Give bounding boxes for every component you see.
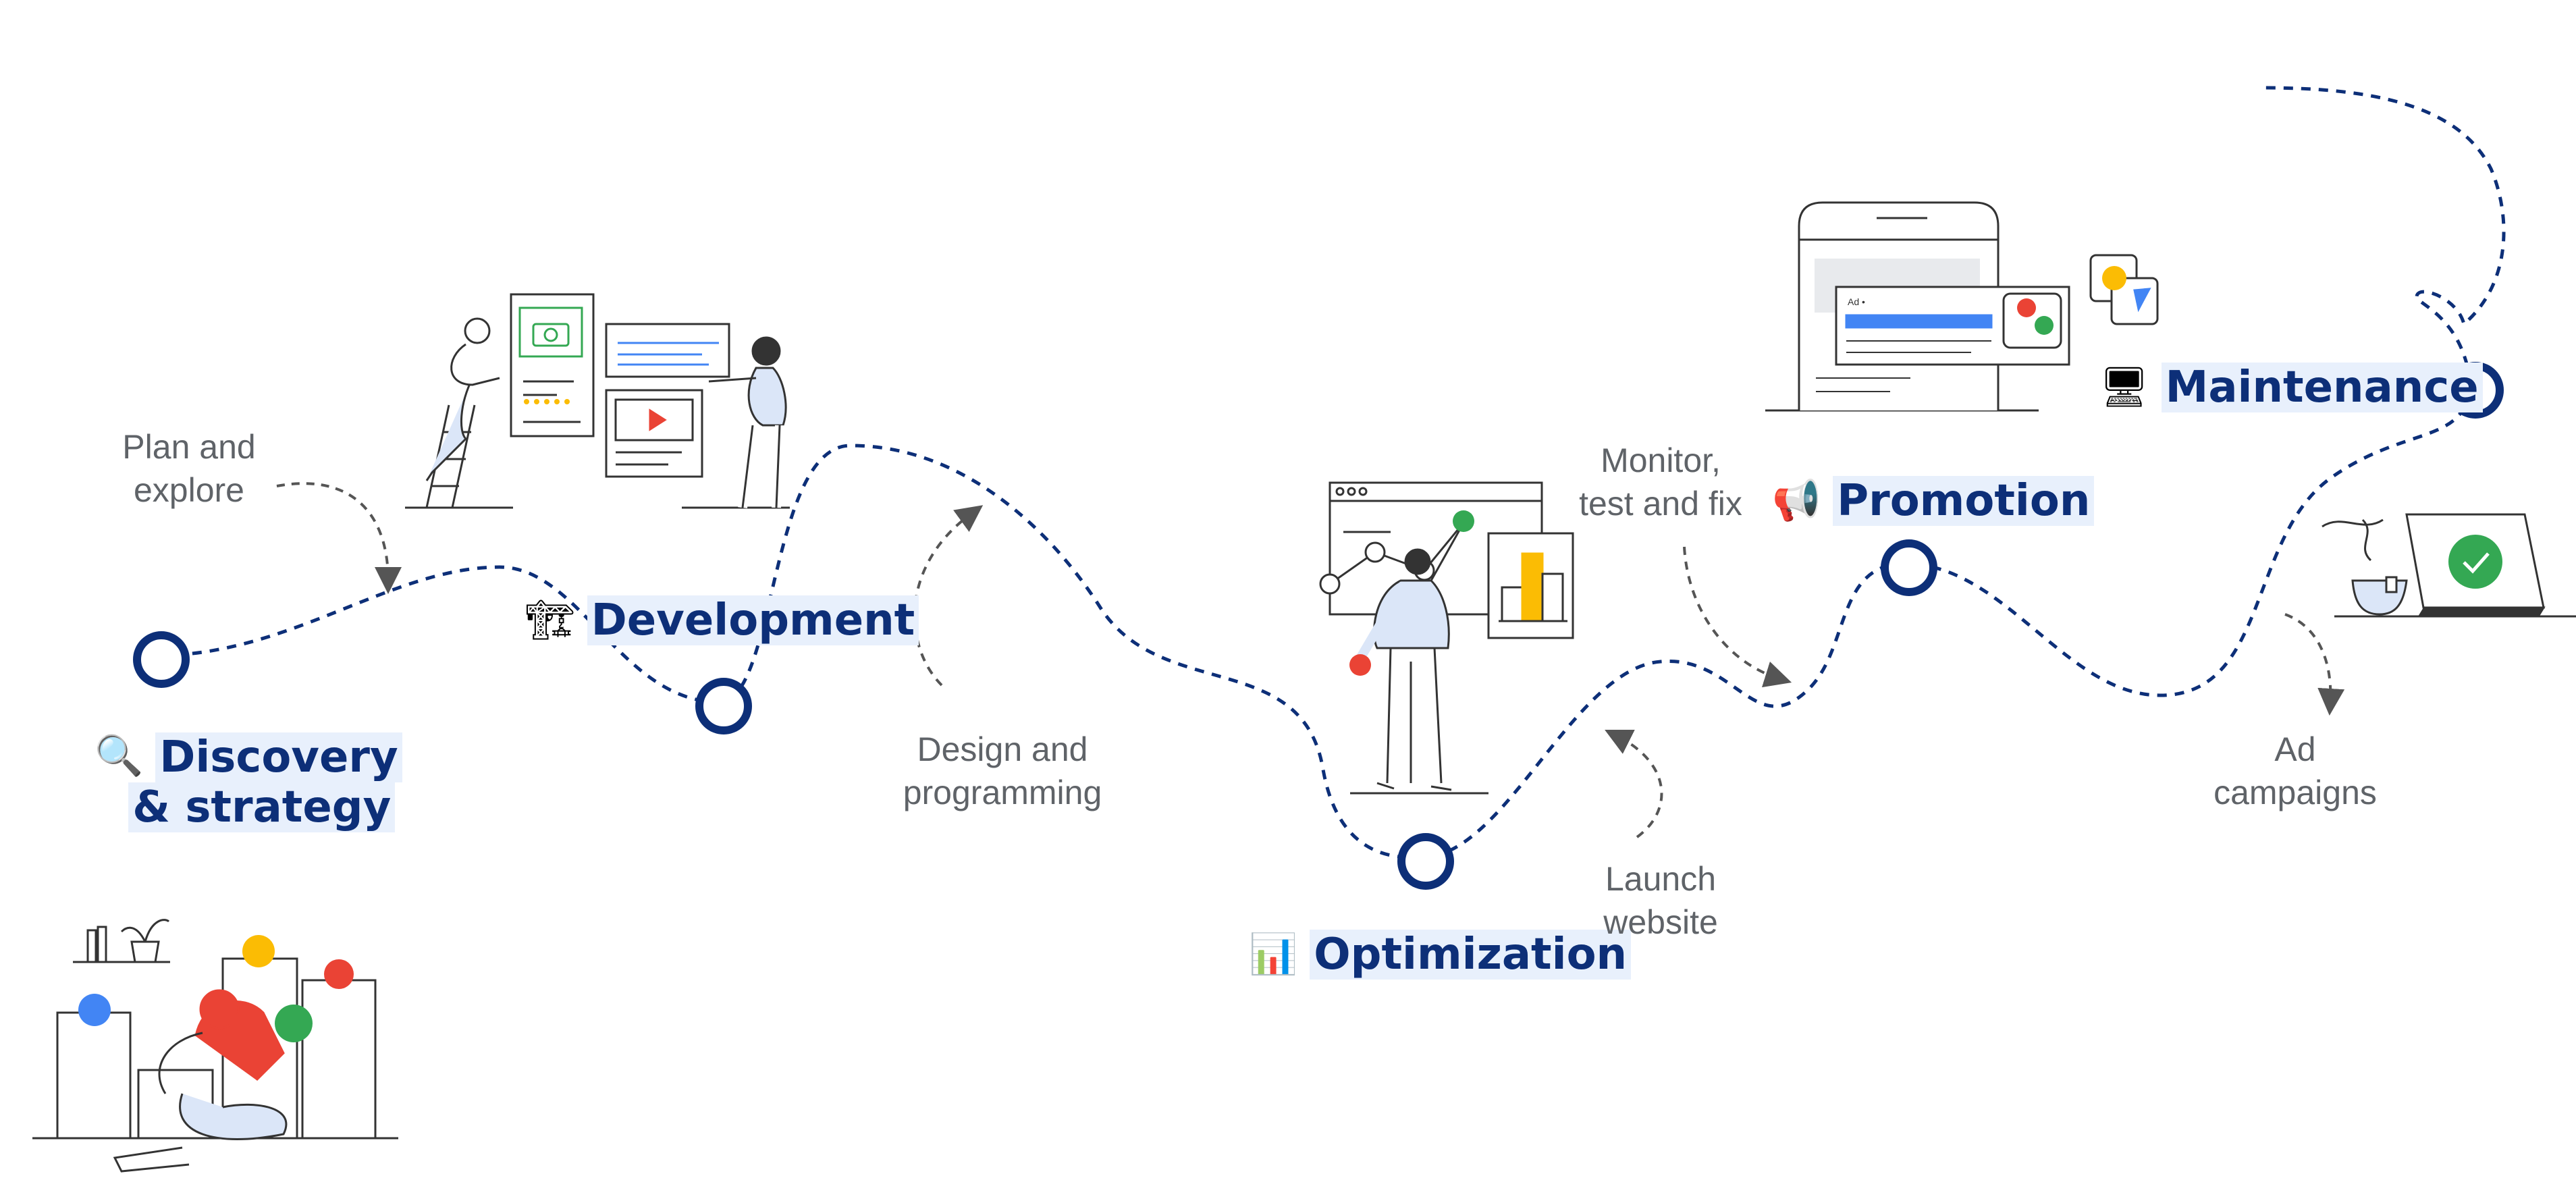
step-monitor-test-and-fix: Monitor, test and fix	[1559, 439, 1762, 525]
stage-label-maintenance: Maintenance	[2161, 363, 2483, 412]
journey-path	[157, 86, 2506, 859]
stage-node-discovery	[133, 631, 190, 688]
step-line: campaigns	[2213, 774, 2377, 811]
step-line: programming	[903, 774, 1102, 811]
stage-discovery: 🔍 Discovery & strategy	[95, 732, 402, 832]
arrow-plan	[276, 482, 402, 594]
desktop-computer-icon: 🖥	[2099, 365, 2149, 409]
stage-optimization: 📊 Optimization	[1249, 930, 1632, 980]
bar-chart-icon: 📊	[1249, 932, 1298, 976]
promotion-illustration	[1765, 201, 2159, 412]
red-dot-icon	[2017, 298, 2036, 317]
stage-label-optimization: Optimization	[1310, 930, 1632, 980]
ad-badge-text: Ad •	[1848, 296, 1865, 307]
stage-maintenance: 🖥 Maintenance	[2099, 363, 2483, 412]
tag-badge-icon	[242, 935, 275, 967]
stage-label-development: Development	[587, 595, 919, 645]
arrow-launch	[1605, 730, 1663, 838]
step-line: Plan and	[122, 428, 256, 466]
megaphone-icon: 📢	[1772, 479, 1821, 523]
step-plan-and-explore: Plan and explore	[108, 425, 270, 512]
development-illustration	[405, 293, 790, 509]
stage-node-optimization	[1397, 833, 1454, 890]
yellow-dot-icon	[2102, 266, 2126, 290]
step-line: Monitor,	[1601, 442, 1721, 479]
discovery-illustration	[32, 919, 398, 1173]
cart-badge-icon	[275, 1005, 313, 1042]
crane-icon: 🏗	[525, 598, 575, 642]
step-line: Ad	[2274, 730, 2316, 768]
green-data-point-icon	[1453, 510, 1474, 532]
search-badge-icon	[324, 959, 354, 989]
stage-label-promotion: Promotion	[1833, 476, 2095, 526]
star-rating-icon	[524, 399, 570, 404]
step-line: explore	[134, 471, 244, 509]
red-data-point-icon	[1349, 654, 1371, 676]
step-line: test and fix	[1579, 485, 1742, 523]
stage-label-discovery-line2: & strategy	[128, 782, 396, 832]
step-line: Design and	[917, 730, 1088, 768]
stage-node-development	[695, 678, 752, 734]
arrow-design	[913, 505, 984, 687]
step-line: Launch	[1605, 860, 1717, 898]
green-dot-icon	[2035, 316, 2054, 335]
optimization-illustration	[1319, 481, 1574, 795]
stage-label-discovery: Discovery	[155, 732, 402, 782]
check-mark-icon	[2463, 552, 2490, 574]
pen-badge-icon	[78, 994, 111, 1026]
step-ad-campaigns: Ad campaigns	[2187, 728, 2403, 814]
magnifier-icon: 🔍	[95, 734, 144, 778]
arrow-ads	[2284, 613, 2345, 716]
step-line: website	[1603, 903, 1718, 941]
stage-development: 🏗 Development	[525, 595, 919, 645]
stage-node-promotion	[1881, 539, 1937, 596]
check-icon	[2448, 535, 2502, 589]
step-launch-website: Launch website	[1573, 857, 1748, 944]
camera-icon	[532, 323, 570, 347]
stage-promotion: 📢 Promotion	[1772, 476, 2095, 526]
step-design-and-programming: Design and programming	[878, 728, 1127, 814]
arrow-monitor	[1683, 546, 1792, 688]
